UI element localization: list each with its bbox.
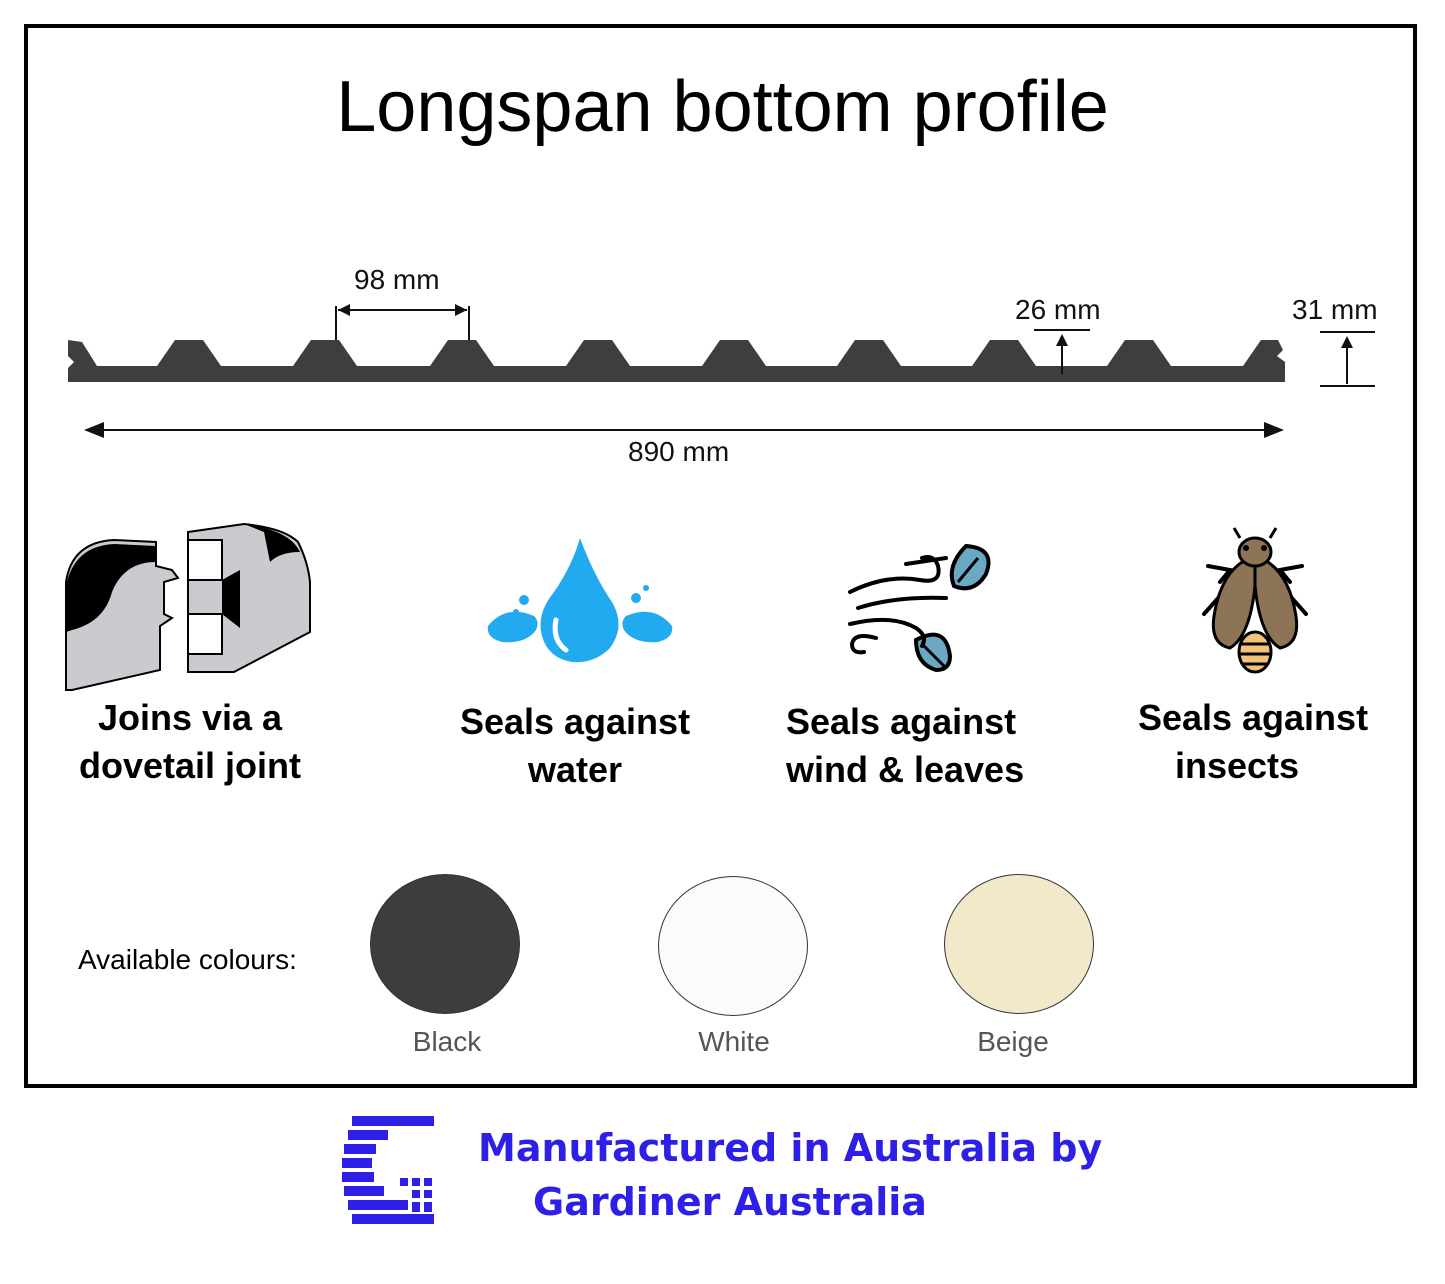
colour-swatch-black: [370, 874, 520, 1014]
water-drop-icon: [487, 538, 673, 663]
profile-shape: [68, 340, 1285, 382]
colour-name-black: Black: [412, 1026, 482, 1057]
feature-caption-line: Seals against: [459, 701, 691, 742]
rib-height-dimension-label: 26 mm: [1015, 294, 1101, 325]
feature-caption-line: Seals against: [1137, 697, 1369, 738]
feature-caption-line: water: [527, 749, 623, 790]
insect-icon: [1202, 527, 1308, 674]
feature-water-caption: Seals against water: [425, 698, 725, 794]
available-colours-label: Available colours:: [78, 944, 297, 975]
width-dimension-label: 890 mm: [628, 436, 730, 467]
feature-insects-caption: Seals against insects: [1103, 694, 1403, 790]
feature-caption-line: Seals against: [786, 701, 1017, 742]
total-height-dimension-label: 31 mm: [1292, 294, 1378, 325]
manufacturer-line-1: Manufactured in Australia by: [478, 1126, 1103, 1170]
profile-cross-section: [68, 304, 1375, 438]
page-title: Longspan bottom profile: [336, 67, 1109, 147]
colour-swatch-beige: [944, 874, 1094, 1014]
gardiner-logo: [342, 1116, 434, 1224]
feature-dovetail-caption: Joins via a dovetail joint: [40, 694, 340, 790]
colour-swatch-white: [658, 876, 808, 1016]
manufacturer-line-2: Gardiner Australia: [533, 1180, 927, 1224]
feature-caption-line: wind & leaves: [786, 749, 1025, 790]
dovetail-joint-icon: [65, 522, 311, 691]
pitch-dimension-label: 98 mm: [354, 264, 440, 295]
feature-wind-caption: Seals against wind & leaves: [768, 698, 1068, 794]
feature-caption-line: Joins via a: [97, 697, 283, 738]
content-frame: [24, 24, 1417, 1088]
feature-caption-line: dovetail joint: [78, 745, 301, 786]
feature-caption-line: insects: [1174, 745, 1300, 786]
colour-name-white: White: [698, 1026, 770, 1057]
wind-leaves-icon: [848, 543, 991, 673]
colour-name-beige: Beige: [977, 1026, 1049, 1057]
